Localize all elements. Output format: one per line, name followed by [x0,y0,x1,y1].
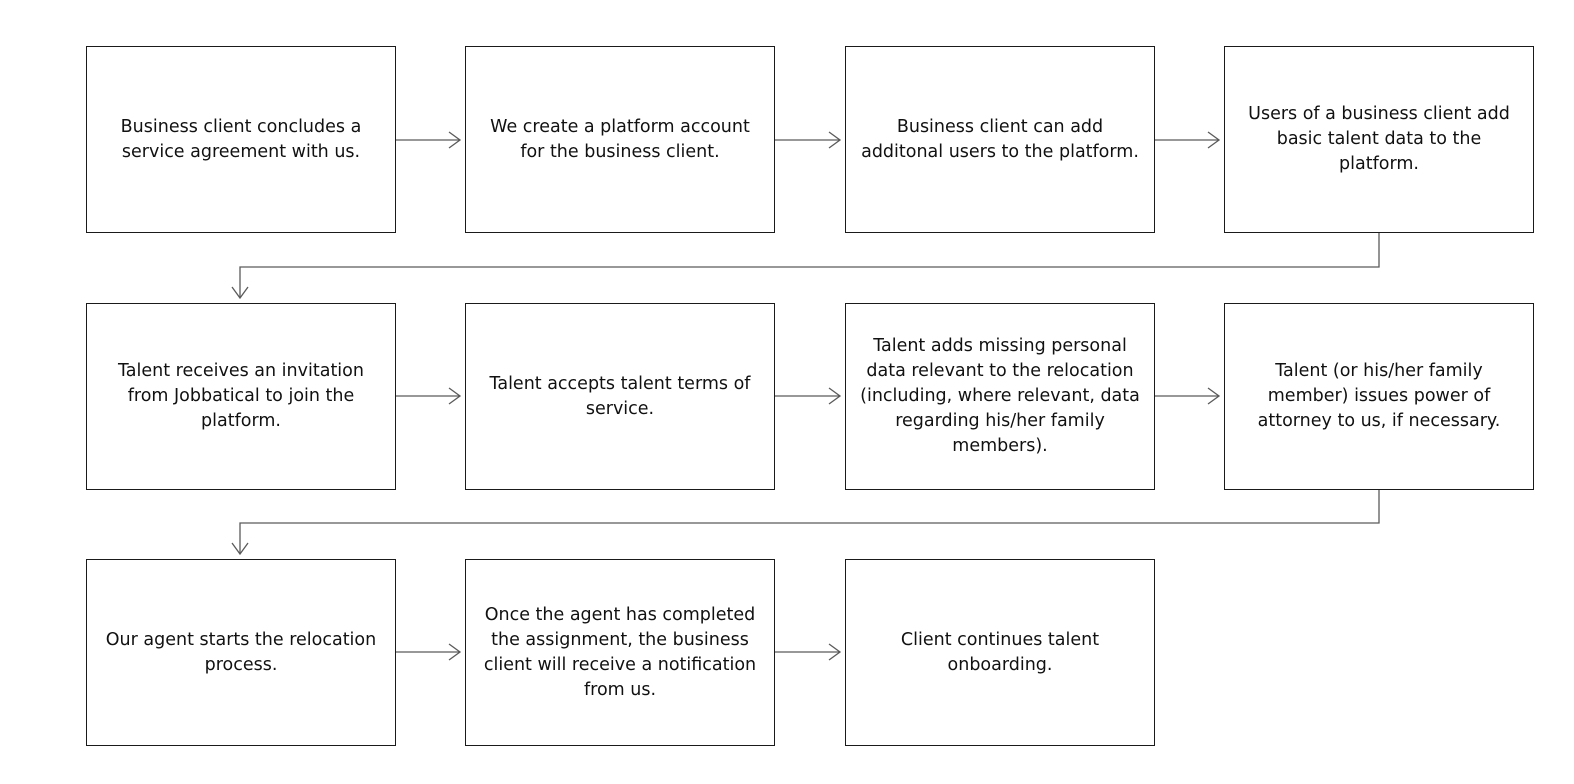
step-box-11: Client continues talent onboarding. [845,559,1155,746]
step-text: Talent (or his/her family member) issues… [1257,361,1501,431]
arrow-step5-to-step6 [396,387,462,405]
arrow-step1-to-step2 [396,131,462,149]
step-box-9: Our agent starts the relocation process. [86,559,396,746]
arrow-step6-to-step7 [775,387,842,405]
step-text: Business client can add additonal users … [861,116,1139,162]
step-box-6: Talent accepts talent terms of service. [465,303,775,490]
step-box-5: Talent receives an invitation from Jobba… [86,303,396,490]
step-text: Talent adds missing personal data releva… [860,336,1140,456]
arrow-step7-to-step8 [1155,387,1221,405]
step-text: Talent accepts talent terms of service. [489,373,751,419]
step-text: Talent receives an invitation from Jobba… [118,361,364,431]
step-text: Once the agent has completed the assignm… [483,604,757,700]
arrow-step2-to-step3 [775,131,842,149]
step-box-7: Talent adds missing personal data releva… [845,303,1155,490]
step-box-2: We create a platform account for the bus… [465,46,775,233]
step-box-3: Business client can add additonal users … [845,46,1155,233]
step-box-4: Users of a business client add basic tal… [1224,46,1534,233]
step-text: Our agent starts the relocation process. [105,629,377,675]
step-box-8: Talent (or his/her family member) issues… [1224,303,1534,490]
step-text: Business client concludes a service agre… [120,116,362,162]
arrow-step10-to-step11 [775,643,842,661]
arrow-step8-to-step9 [231,489,1380,556]
step-text: Client continues talent onboarding. [900,629,1100,675]
arrow-step3-to-step4 [1155,131,1221,149]
step-text: We create a platform account for the bus… [490,116,750,162]
arrow-step4-to-step5 [231,233,1380,300]
step-box-10: Once the agent has completed the assignm… [465,559,775,746]
step-box-1: Business client concludes a service agre… [86,46,396,233]
step-text: Users of a business client add basic tal… [1248,104,1510,174]
arrow-step9-to-step10 [396,643,462,661]
